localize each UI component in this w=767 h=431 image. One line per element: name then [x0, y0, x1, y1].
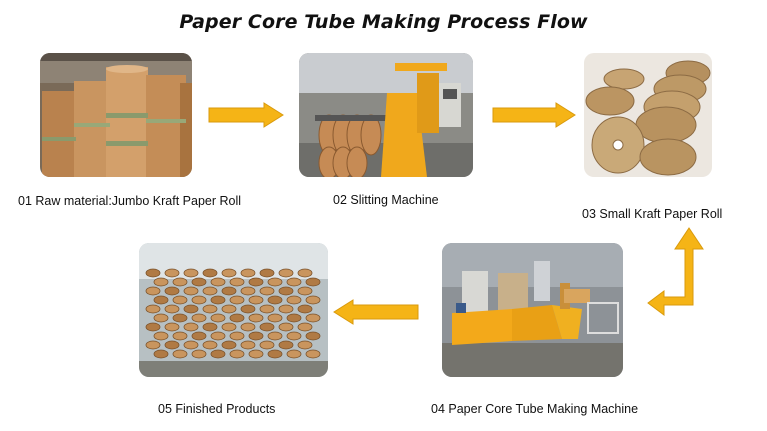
- arrow-right-icon: [492, 102, 576, 128]
- arrow-elbow-icon: [646, 227, 704, 319]
- step-03-label: 03 Small Kraft Paper Roll: [582, 207, 723, 221]
- step-02-label: 02 Slitting Machine: [333, 193, 439, 207]
- arrow-right-icon: [208, 102, 284, 128]
- step-04-label: 04 Paper Core Tube Making Machine: [431, 402, 639, 416]
- small-kraft-paper-roll-photo: [584, 53, 712, 177]
- slitting-machine-photo: [299, 53, 473, 177]
- page-title: Paper Core Tube Making Process Flow: [179, 11, 588, 33]
- tube-making-machine-photo: [442, 243, 623, 377]
- finished-paper-tubes-photo: [139, 243, 328, 377]
- jumbo-kraft-paper-roll-photo: [40, 53, 192, 177]
- step-01-label: 01 Raw material:Jumbo Kraft Paper Roll: [18, 194, 242, 208]
- arrow-left-icon: [333, 299, 419, 325]
- step-05-label: 05 Finished Products: [158, 402, 276, 416]
